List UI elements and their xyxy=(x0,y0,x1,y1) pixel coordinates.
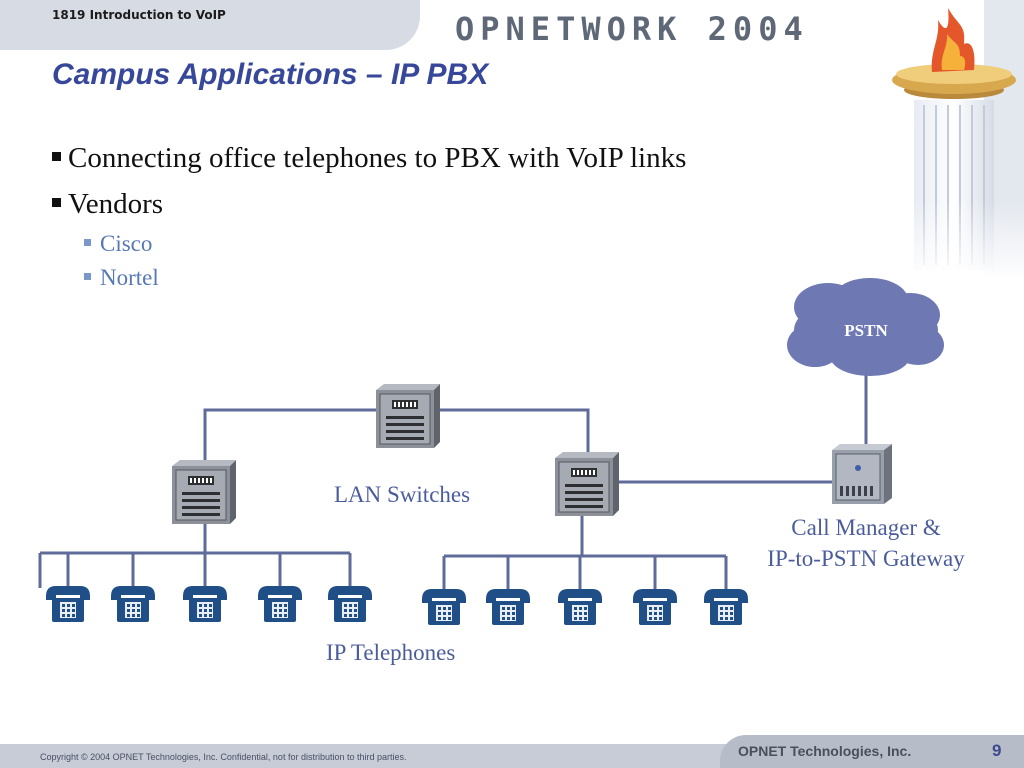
slide-title: Campus Applications – IP PBX xyxy=(52,58,489,91)
brand-wordmark: OPNETWORK 2004 xyxy=(455,10,809,48)
ip-phone-icon xyxy=(633,589,677,625)
pstn-label: PSTN xyxy=(844,321,888,340)
sub-bullet-square-icon xyxy=(84,239,91,247)
bullet-square-icon xyxy=(52,197,61,207)
call-manager-gateway-icon xyxy=(832,444,892,504)
sub-bullet-item: Cisco xyxy=(84,231,152,257)
lan-switches-label: LAN Switches xyxy=(334,482,471,507)
lan-switch-icon xyxy=(375,383,441,449)
bullet-item: Connecting office telephones to PBX with… xyxy=(52,142,686,175)
torch-logo-icon xyxy=(880,0,1024,280)
course-label: 1819 Introduction to VoIP xyxy=(52,8,226,22)
bullet-item: Vendors xyxy=(52,188,163,221)
ip-phone-icon xyxy=(558,589,602,625)
sub-bullet-text: Cisco xyxy=(100,231,153,256)
company-name: OPNET Technologies, Inc. xyxy=(738,743,912,759)
pstn-cloud-icon: PSTN xyxy=(787,278,944,376)
gateway-label-line1: Call Manager & xyxy=(791,515,941,540)
copyright-text: Copyright © 2004 OPNET Technologies, Inc… xyxy=(40,752,407,762)
lan-switch-icon xyxy=(171,459,237,525)
course-tab xyxy=(0,0,420,50)
ip-phone-icon xyxy=(258,586,302,622)
sub-bullet-square-icon xyxy=(84,273,91,281)
bullet-square-icon xyxy=(52,151,61,161)
ip-telephones-label: IP Telephones xyxy=(326,640,456,665)
network-links xyxy=(38,372,868,592)
sub-bullet-text: Nortel xyxy=(100,265,159,290)
ip-phone-icon xyxy=(111,586,155,622)
page-number: 9 xyxy=(992,741,1002,760)
sub-bullet-item: Nortel xyxy=(84,265,159,291)
ip-phone-icon xyxy=(328,586,372,622)
lan-switch-icon xyxy=(554,451,620,517)
ip-phone-icon xyxy=(422,589,466,625)
ip-phone-icon xyxy=(183,586,227,622)
gateway-label-line2: IP-to-PSTN Gateway xyxy=(767,546,965,571)
bullet-text: Connecting office telephones to PBX with… xyxy=(68,142,687,174)
ip-phone-icon xyxy=(704,589,748,625)
bullet-text: Vendors xyxy=(68,188,164,220)
ip-phone-icon xyxy=(486,589,530,625)
footer-tab xyxy=(720,735,1024,768)
network-diagram: PSTN xyxy=(38,278,944,625)
ip-phone-icon xyxy=(46,586,90,622)
